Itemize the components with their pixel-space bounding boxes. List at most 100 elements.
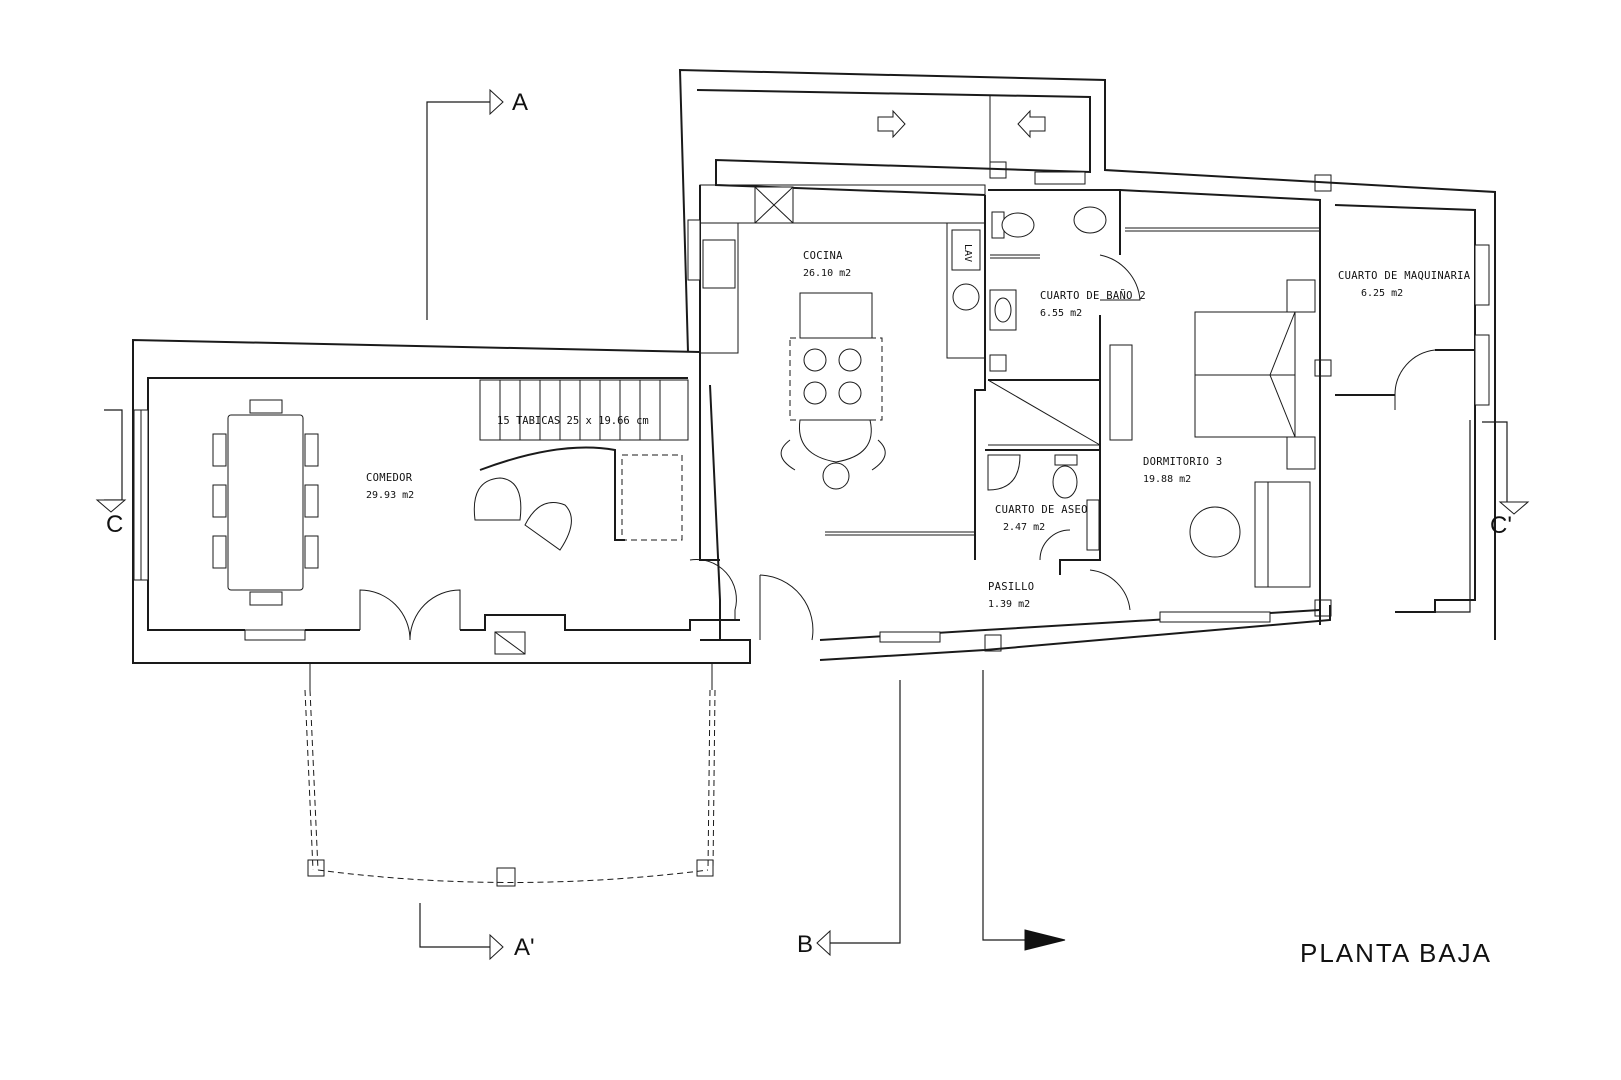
cut-c-prime	[1482, 421, 1508, 502]
exterior-walls	[132, 68, 1496, 664]
chair	[212, 535, 227, 569]
wall-south-segment-2	[460, 614, 740, 631]
stair-curve	[479, 446, 625, 541]
sofa	[1254, 481, 1311, 588]
cut-a-letter: A	[512, 89, 528, 116]
aseo-shelf	[1086, 499, 1100, 551]
door-dining-right	[409, 589, 461, 641]
stair-note: 15 TABICAS 25 x 19.66 cm	[497, 415, 649, 427]
cut-a-prime	[419, 903, 490, 948]
aseo-toilet	[1052, 465, 1078, 499]
column	[989, 161, 1007, 179]
chair	[304, 535, 319, 569]
washer	[951, 229, 981, 271]
chair	[249, 591, 283, 606]
nightstand	[1286, 436, 1316, 470]
wall-bath-east	[1059, 315, 1101, 575]
structural-columns	[984, 161, 1332, 652]
island-top	[799, 292, 873, 339]
wall-south-facade	[819, 605, 1331, 661]
doors	[359, 254, 1436, 641]
window-machinery	[1474, 244, 1490, 306]
stool	[780, 439, 796, 471]
area-comedor: 29.93 m2	[366, 490, 414, 501]
room-labels: COMEDOR 29.93 m2 COCINA 26.10 m2 CUARTO …	[366, 250, 1490, 968]
area-cocina: 26.10 m2	[803, 268, 851, 279]
area-pasillo: 1.39 m2	[988, 599, 1030, 610]
stair	[479, 379, 689, 541]
cut-a-prime-letter: A'	[514, 934, 535, 961]
machinery-ext-line	[1395, 420, 1471, 613]
shower-diagonal	[987, 379, 1101, 446]
bidet	[1073, 206, 1107, 234]
armchair	[524, 502, 572, 551]
door-machinery	[1394, 349, 1436, 396]
chair	[212, 433, 227, 467]
cut-c	[104, 409, 123, 501]
area-dormitorio3: 19.88 m2	[1143, 474, 1191, 485]
counter-east	[946, 222, 986, 359]
window-bath	[1034, 171, 1086, 185]
wall-west-wing-outer	[132, 338, 751, 664]
pergola-post	[496, 867, 516, 887]
burner	[803, 348, 827, 372]
column	[1314, 359, 1332, 377]
armchair	[473, 477, 522, 521]
window-machinery-2	[1474, 334, 1490, 406]
area-aseo: 2.47 m2	[1003, 522, 1045, 533]
label-dormitorio3: DORMITORIO 3	[1143, 456, 1222, 468]
pergola-post	[307, 859, 325, 877]
wall-kitchen-south-east	[709, 384, 721, 640]
breakfast-table	[798, 419, 872, 463]
label-cocina: COCINA	[803, 250, 843, 262]
arrow-right-icon	[877, 109, 906, 139]
kitchen-fixtures: LAV	[699, 184, 986, 536]
column	[1314, 599, 1332, 617]
window-south-2	[879, 631, 941, 643]
window-bedroom	[1159, 611, 1271, 623]
nightstand	[1286, 279, 1316, 313]
burner	[838, 348, 862, 372]
cut-b	[830, 680, 901, 944]
flow-arrows	[877, 109, 1046, 139]
door-dining-left	[359, 589, 411, 641]
aseo-sink	[987, 454, 1021, 491]
cut-c-letter: C	[106, 511, 123, 538]
wall-kitchen-tower-outer	[678, 68, 1496, 640]
aseo-toilet-tank	[1054, 454, 1078, 466]
cut-c-prime-arrow-icon	[1498, 501, 1530, 515]
label-comedor: COMEDOR	[366, 472, 413, 484]
counter-west	[699, 222, 739, 354]
label-bano2: CUARTO DE BAÑO 2	[1040, 289, 1146, 302]
area-bano2: 6.55 m2	[1040, 308, 1082, 319]
wall-machinery-inner	[1334, 204, 1476, 613]
chair	[212, 484, 227, 518]
toilet-bowl	[1001, 212, 1035, 238]
kitchen-sink	[702, 239, 736, 289]
door-aseo	[1039, 529, 1071, 561]
stair-flight	[479, 379, 689, 441]
stool	[871, 439, 886, 471]
cut-a	[426, 101, 490, 320]
label-pasillo: PASILLO	[988, 581, 1034, 593]
wardrobe	[1109, 344, 1133, 441]
area-maquinaria: 6.25 m2	[1361, 288, 1403, 299]
cooktop-zone	[789, 337, 883, 421]
chair	[304, 484, 319, 518]
burner	[838, 381, 862, 405]
cut-b-prime-arrow-icon	[1024, 929, 1066, 951]
burner	[803, 381, 827, 405]
bath-sink	[989, 289, 1017, 331]
column	[1314, 174, 1332, 192]
cut-c-prime-letter: C'	[1490, 512, 1512, 539]
window-south-1	[244, 629, 306, 641]
windows	[133, 171, 1490, 643]
cut-b-prime	[982, 670, 1025, 941]
stool	[822, 462, 850, 490]
cut-a-arrow-icon	[489, 88, 504, 116]
cut-b-arrow-icon	[816, 929, 831, 957]
pergola-post	[696, 859, 714, 877]
cut-a-prime-arrow-icon	[489, 933, 504, 961]
arrow-left-icon	[1017, 109, 1046, 139]
